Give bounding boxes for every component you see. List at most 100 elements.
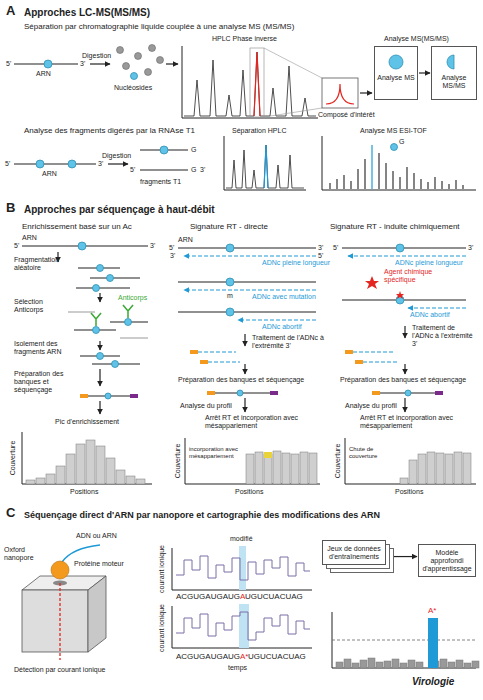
label: Approches LC-MS(MS/MS) [24,7,150,19]
spectrum-peak [336,179,337,189]
label: ARN [22,234,37,242]
coverage-bar [440,659,447,668]
label: m [227,292,233,300]
label: Analyse du profil [345,402,397,410]
coverage-bar [463,453,471,484]
label: Agent chimique spécifique [384,268,444,284]
coverage-bar [273,451,281,484]
coverage-bar [445,454,453,484]
label: Arrêt RT et incorporation avec mésappari… [205,414,317,430]
process-box: Modèle approfondi d'apprentissage [418,544,476,577]
label: A [6,4,15,19]
label: 3' [80,60,85,68]
coverage-bar [46,474,55,484]
label: ADNc pleine longueur [262,259,330,267]
coverage-bar [416,662,423,668]
coverage-bar [291,454,299,484]
modified-bar [428,618,438,668]
spectrum-peak [434,177,435,189]
coverage-bar [456,660,463,668]
label: Couverture [334,444,342,479]
label: Couverture [9,441,17,476]
spectrum-peak [329,183,330,189]
label: 5' [6,60,11,68]
coverage-bar [400,478,408,484]
spectrum-peak [420,179,421,189]
coverage-bar [392,659,399,668]
process-box: Analyse MS [374,46,418,100]
coverage-bar [116,470,125,484]
label: Positions [70,488,98,496]
process-box: Jeux de données d'entraînements [322,540,386,565]
coverage-bar [36,478,45,484]
label: B [6,201,15,216]
label: 5' [169,244,174,252]
label: ACGUGAUGAUG [176,592,240,601]
label: 5' [318,252,323,260]
label: UGUCUACUAG [245,592,303,601]
spectrum-peak [343,175,344,189]
coverage-bar [106,458,115,484]
coverage-bar [26,480,35,484]
label: A [240,592,245,601]
label: ADNc avec mutation [252,293,316,301]
label: 3' [170,252,175,260]
coverage-bar [376,662,383,668]
label: Signature RT - directe [190,222,268,231]
label: Analyse des fragments digérés par la RNA… [24,126,195,135]
label: Composé d'intérêt [318,111,380,119]
label: Approches par séquençage à haut-débit [24,204,215,216]
coverage-bar [418,454,426,484]
spectrum-peak [441,181,442,189]
label: Préparation des banques et séquençage [178,376,304,384]
label: 5' [14,242,19,250]
coverage-bar [472,661,479,668]
label: Protéine moteur [74,560,124,568]
label: Virologie [412,676,454,688]
coverage-bar [255,452,263,484]
spectrum-peak [357,169,358,189]
label: Traitement de l'ADNc à l'extrémité 3' [252,334,330,350]
label: Oxford nanopore [4,546,44,562]
label: Digestion [102,152,131,160]
process-box: Analyse MS/MS [431,46,477,100]
spectrum-peak [427,182,428,189]
coverage-bar [86,440,95,484]
label: ACGUGAUGAUG [176,652,240,661]
label: G [191,146,196,154]
label: A* [240,652,248,661]
mismatch-mark [264,452,272,458]
coverage-bar [246,454,254,484]
label: ADNc pleine longueur [395,259,463,267]
coverage-bar [409,460,417,484]
spectrum-peak [392,171,393,189]
label: UGUCUACUAG [248,652,306,661]
label: Couverture [174,444,182,479]
label: Analyse MS(MS/MS) [384,35,449,43]
box-text: Jeux de données d'entraînements [325,545,383,561]
label: ADNc abortif [410,311,450,319]
box-text: Modèle approfondi d'apprentissage [421,549,473,573]
coverage-bar [96,446,105,484]
spectrum-peak [385,163,386,189]
label: G [191,166,196,174]
coverage-bar [126,476,135,484]
label: Anticorps [118,294,147,302]
label: temps [228,664,247,672]
spectrum-peak [455,180,456,189]
coverage-bar [427,452,435,484]
coverage-bar [436,453,444,484]
coverage-bar [352,663,359,668]
label: C [6,506,15,521]
coverage-bar [384,661,391,668]
spectrum-peak [406,167,407,189]
coverage-bar [336,662,343,668]
label: Nucléosides [114,84,152,92]
coverage-bar [448,662,455,668]
label: Positions [235,488,263,496]
label: Séquençage direct d'ARN par nanopore et … [24,510,380,520]
label: Digestion [82,52,111,60]
label: modifié [230,535,253,543]
label: Préparation des banques et séquençage [340,376,466,384]
label: Sélection Anticorps [14,298,64,314]
